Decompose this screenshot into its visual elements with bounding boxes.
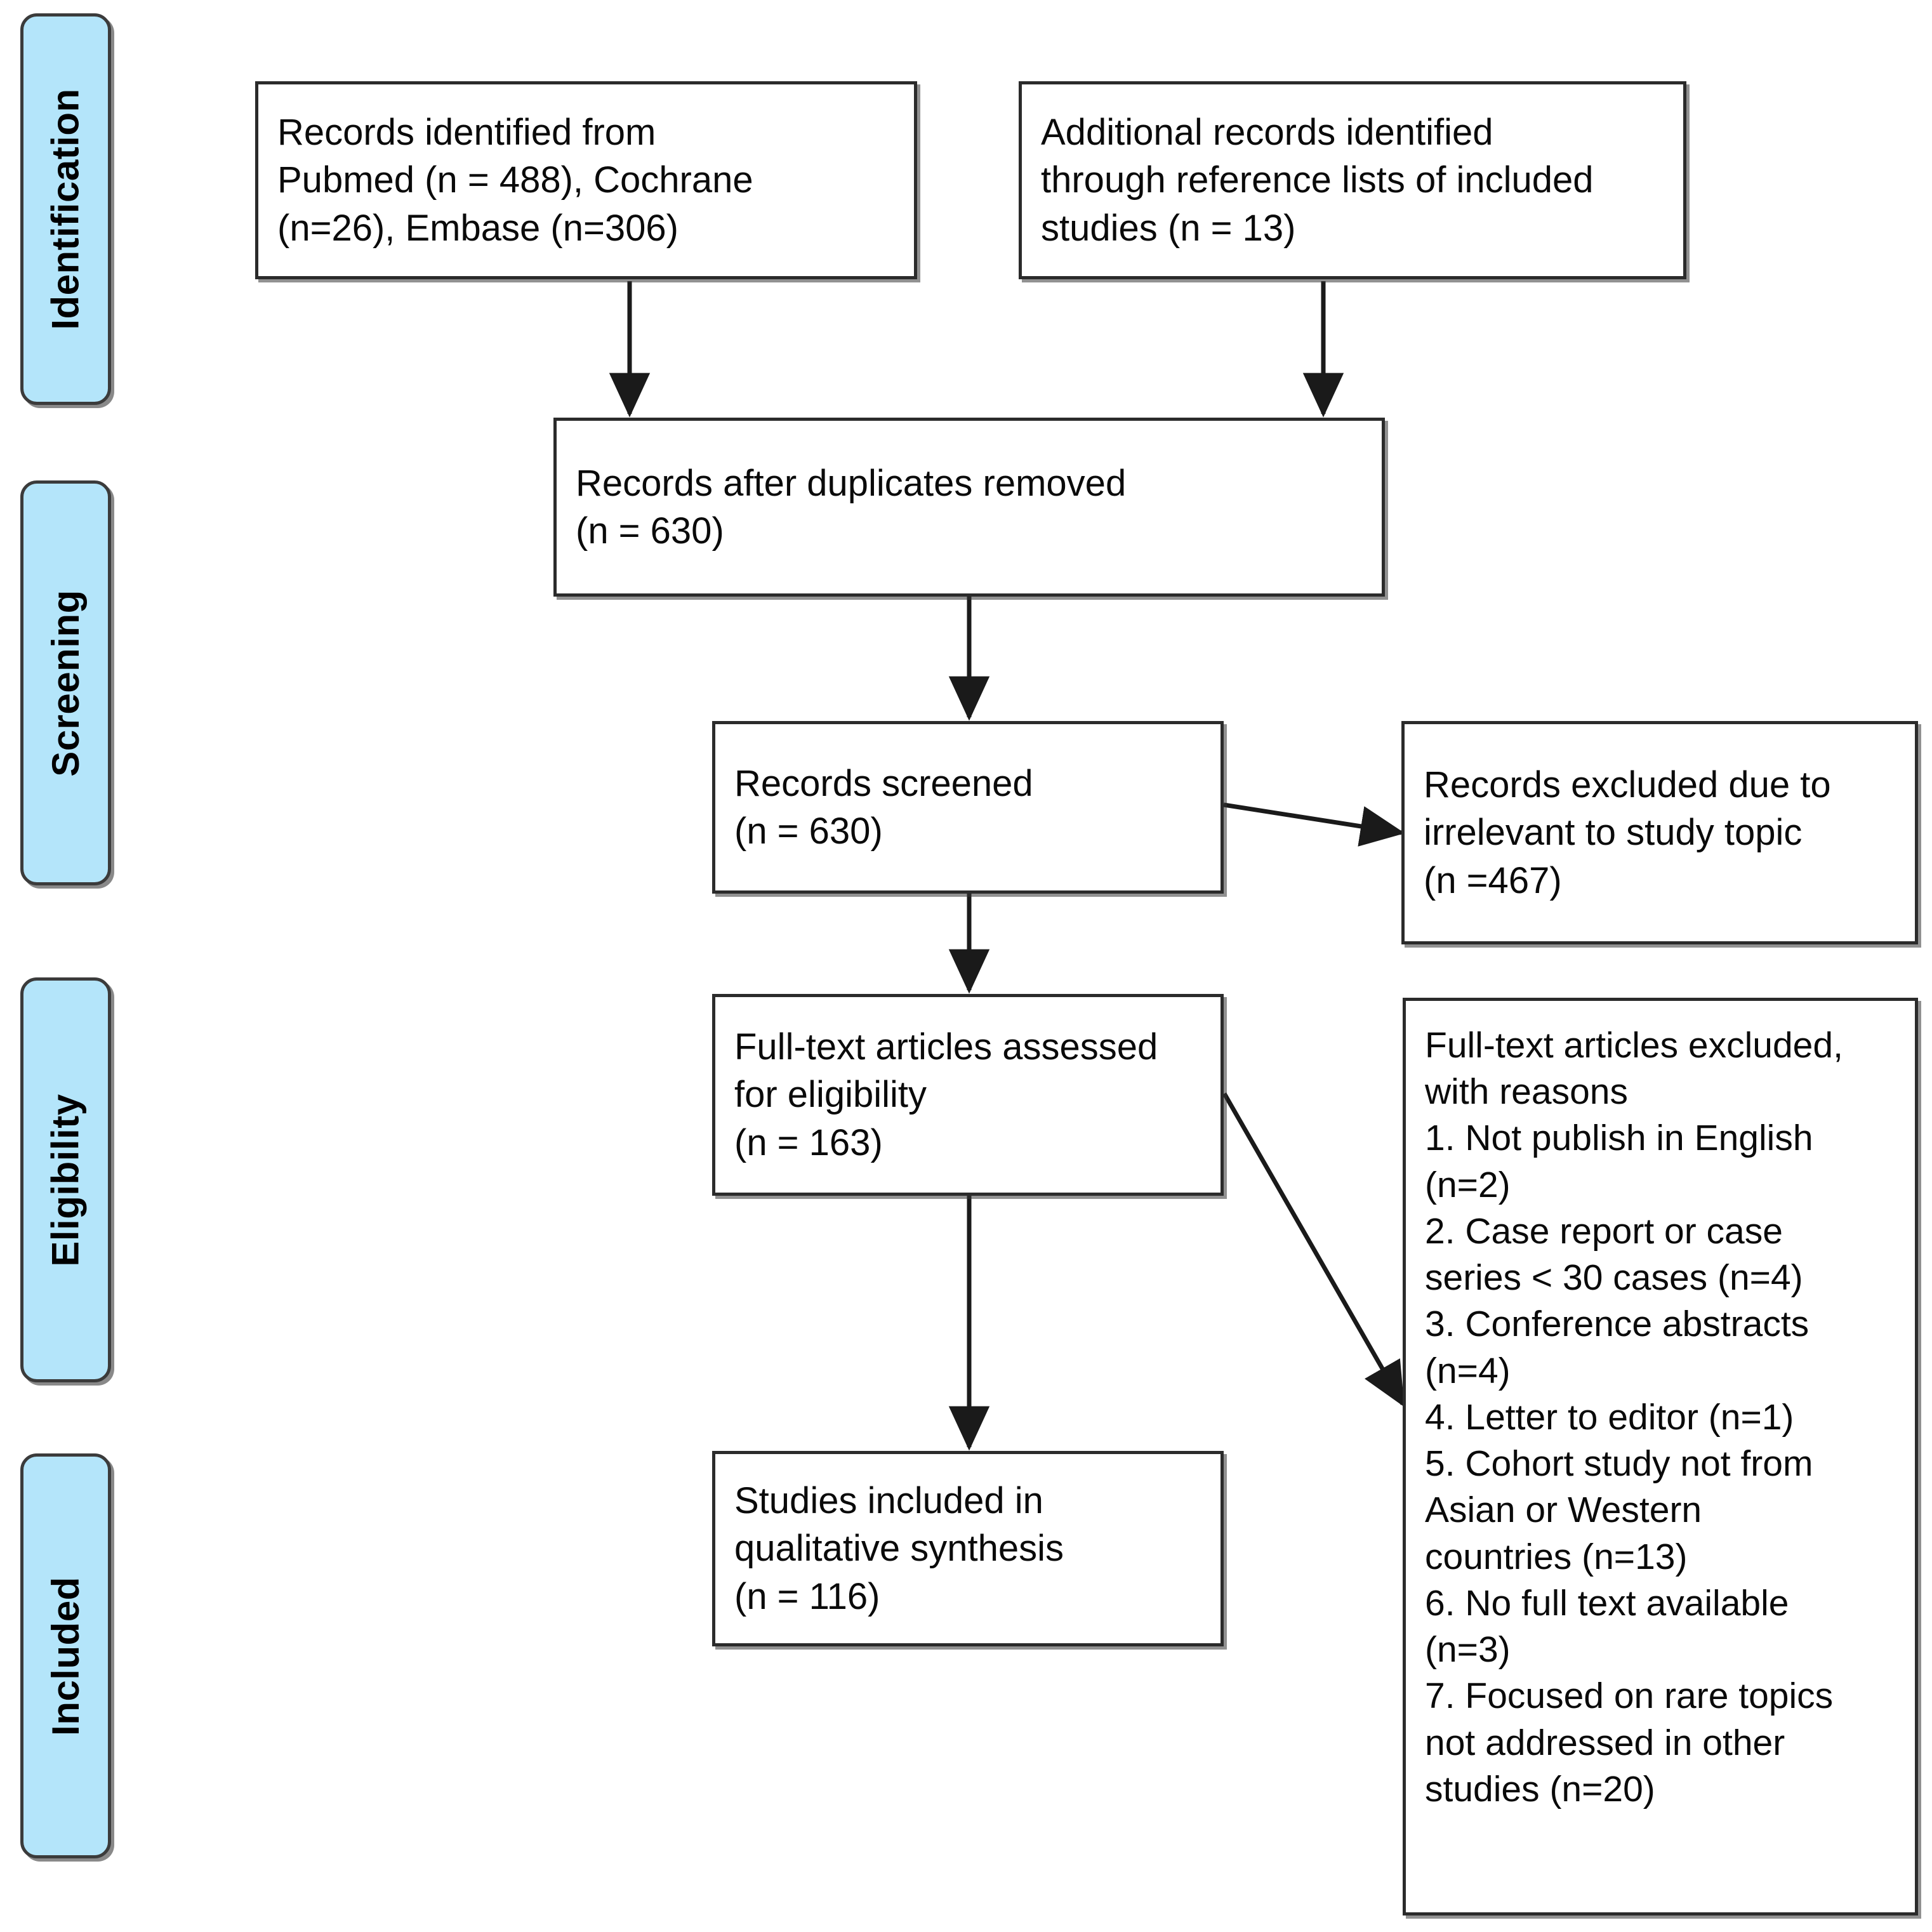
fulltext-assessed-line-3: (n = 163) [734, 1121, 883, 1163]
fulltext-excluded-reason-1b: (n=2) [1425, 1164, 1511, 1205]
fulltext-assessed-line-1: Full-text articles assessed [734, 1026, 1158, 1068]
fulltext-excluded-reason-5c: countries (n=13) [1425, 1536, 1688, 1577]
fulltext-excluded-reason-5b: Asian or Western [1425, 1490, 1702, 1531]
fulltext-excluded-reason-3a: 3. Conference abstracts [1425, 1304, 1810, 1345]
studies-included-line-1: Studies included in [734, 1479, 1043, 1521]
additional-records-line-1: Additional records identified [1041, 111, 1493, 153]
box-studies-included: Studies included in qualitative synthesi… [712, 1451, 1224, 1646]
fulltext-excluded-reason-7b: not addressed in other [1425, 1722, 1785, 1763]
studies-included-line-2: qualitative synthesis [734, 1528, 1064, 1570]
duplicates-removed-line-1: Records after duplicates removed [576, 462, 1127, 504]
records-identified-line-1: Records identified from [277, 111, 656, 153]
fulltext-assessed-line-2: for eligibility [734, 1074, 927, 1116]
box-additional-records: Additional records identified through re… [1019, 81, 1686, 279]
fulltext-excluded-reason-6b: (n=3) [1425, 1629, 1511, 1671]
fulltext-excluded-line-2: with reasons [1425, 1071, 1628, 1113]
fulltext-excluded-reason-1a: 1. Not publish in English [1425, 1118, 1813, 1159]
fulltext-excluded-reason-2b: series < 30 cases (n=4) [1425, 1257, 1803, 1299]
fulltext-excluded-reason-5a: 5. Cohort study not from [1425, 1443, 1813, 1485]
additional-records-line-3: studies (n = 13) [1041, 207, 1296, 249]
stage-label-eligibility: Eligibility [44, 1093, 88, 1267]
fulltext-excluded-reason-6a: 6. No full text available [1425, 1582, 1789, 1624]
stage-label-identification: Identification [44, 88, 87, 330]
fulltext-excluded-reason-7a: 7. Focused on rare topics [1425, 1676, 1834, 1717]
records-excluded-line-2: irrelevant to study topic [1424, 812, 1803, 854]
stage-label-screening: Screening [44, 589, 88, 777]
stage-tab-eligibility: Eligibility [20, 977, 111, 1382]
records-identified-line-2: Pubmed (n = 488), Cochrane [277, 159, 753, 201]
box-fulltext-assessed: Full-text articles assessed for eligibil… [712, 994, 1224, 1196]
fulltext-excluded-reason-2a: 2. Case report or case [1425, 1210, 1783, 1252]
records-screened-line-2: (n = 630) [734, 811, 883, 852]
fulltext-excluded-reason-3b: (n=4) [1425, 1350, 1511, 1391]
duplicates-removed-line-2: (n = 630) [576, 510, 724, 552]
fulltext-excluded-line-1: Full-text articles excluded, [1425, 1025, 1843, 1066]
records-excluded-line-3: (n =467) [1424, 859, 1562, 901]
studies-included-line-3: (n = 116) [734, 1575, 880, 1617]
box-fulltext-excluded-reasons: Full-text articles excluded, with reason… [1403, 998, 1918, 1915]
fulltext-excluded-reason-7c: studies (n=20) [1425, 1768, 1655, 1810]
box-records-identified: Records identified from Pubmed (n = 488)… [255, 81, 917, 279]
box-records-screened: Records screened (n = 630) [712, 721, 1224, 894]
arrow-screened-to-excluded [1223, 802, 1405, 847]
additional-records-line-2: through reference lists of included [1041, 159, 1594, 201]
fulltext-excluded-reason-4: 4. Letter to editor (n=1) [1425, 1396, 1794, 1438]
stage-label-included: Included [44, 1576, 87, 1736]
box-records-excluded: Records excluded due to irrelevant to st… [1401, 721, 1918, 944]
arrow-fulltext-to-excluded-reasons [1222, 1092, 1405, 1407]
records-identified-line-3: (n=26), Embase (n=306) [277, 207, 678, 249]
records-excluded-line-1: Records excluded due to [1424, 764, 1831, 805]
stage-tab-identification: Identification [20, 13, 111, 405]
box-duplicates-removed: Records after duplicates removed (n = 63… [553, 418, 1385, 597]
records-screened-line-1: Records screened [734, 762, 1033, 804]
stage-tab-screening: Screening [20, 480, 111, 885]
stage-tab-included: Included [20, 1453, 111, 1858]
